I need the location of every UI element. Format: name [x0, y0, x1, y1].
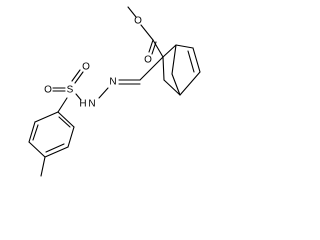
- structure-drawing: O O N N H S O O: [28, 6, 201, 177]
- bond-c3-c2: [162, 56, 165, 81]
- atom-o-sulfonyl-right: O: [82, 62, 90, 73]
- atom-n-hydrazone: N: [109, 77, 116, 88]
- bond-aryl-methyl: [40, 156, 46, 177]
- bond-n-n: [98, 87, 109, 99]
- atom-o-sulfonyl-left: O: [44, 85, 52, 96]
- ring-bond-4: [28, 141, 46, 158]
- bond-methyl-o: [127, 6, 137, 18]
- atom-o-ester: O: [134, 16, 142, 27]
- molecule-diagram: O O N N H S O O: [28, 6, 201, 177]
- bond-c6-c5: [192, 47, 201, 73]
- bond-c5-c4: [179, 71, 201, 96]
- bond-carbonyl-double-1: [148, 39, 154, 53]
- bond-c2-c1: [162, 44, 177, 58]
- bond-c4-c3: [163, 79, 181, 96]
- bond-carbonyl-c-quaternary: [152, 39, 164, 58]
- ring-bond-3: [44, 146, 69, 158]
- atom-o-carbonyl: O: [144, 55, 152, 66]
- atom-s: S: [67, 85, 74, 96]
- bond-c1-c7: [171, 44, 177, 75]
- bond-c7-c4: [171, 73, 181, 96]
- ring-inner-bond-2: [45, 143, 65, 153]
- bond-s-o-right-1: [71, 69, 81, 82]
- ring-inner-bond-3: [32, 124, 39, 141]
- bond-c1-c6: [175, 44, 194, 49]
- atom-n-amine: N: [88, 99, 95, 110]
- bond-n-s: [75, 93, 82, 101]
- ring-bond-5: [28, 121, 36, 143]
- atom-h-amine: H: [79, 99, 86, 110]
- bond-s-o-right-2: [74, 71, 84, 84]
- bond-c6-c5-double: [187, 50, 195, 73]
- bond-o-carbonyl-c: [140, 24, 154, 41]
- ring-bond-1: [57, 111, 75, 128]
- bond-c2-ch: [139, 56, 164, 81]
- ring-bond-6: [34, 111, 59, 123]
- ring-bond-2: [67, 126, 75, 148]
- ring-inner-bond-1: [58, 116, 71, 128]
- bond-s-aryl: [57, 97, 68, 113]
